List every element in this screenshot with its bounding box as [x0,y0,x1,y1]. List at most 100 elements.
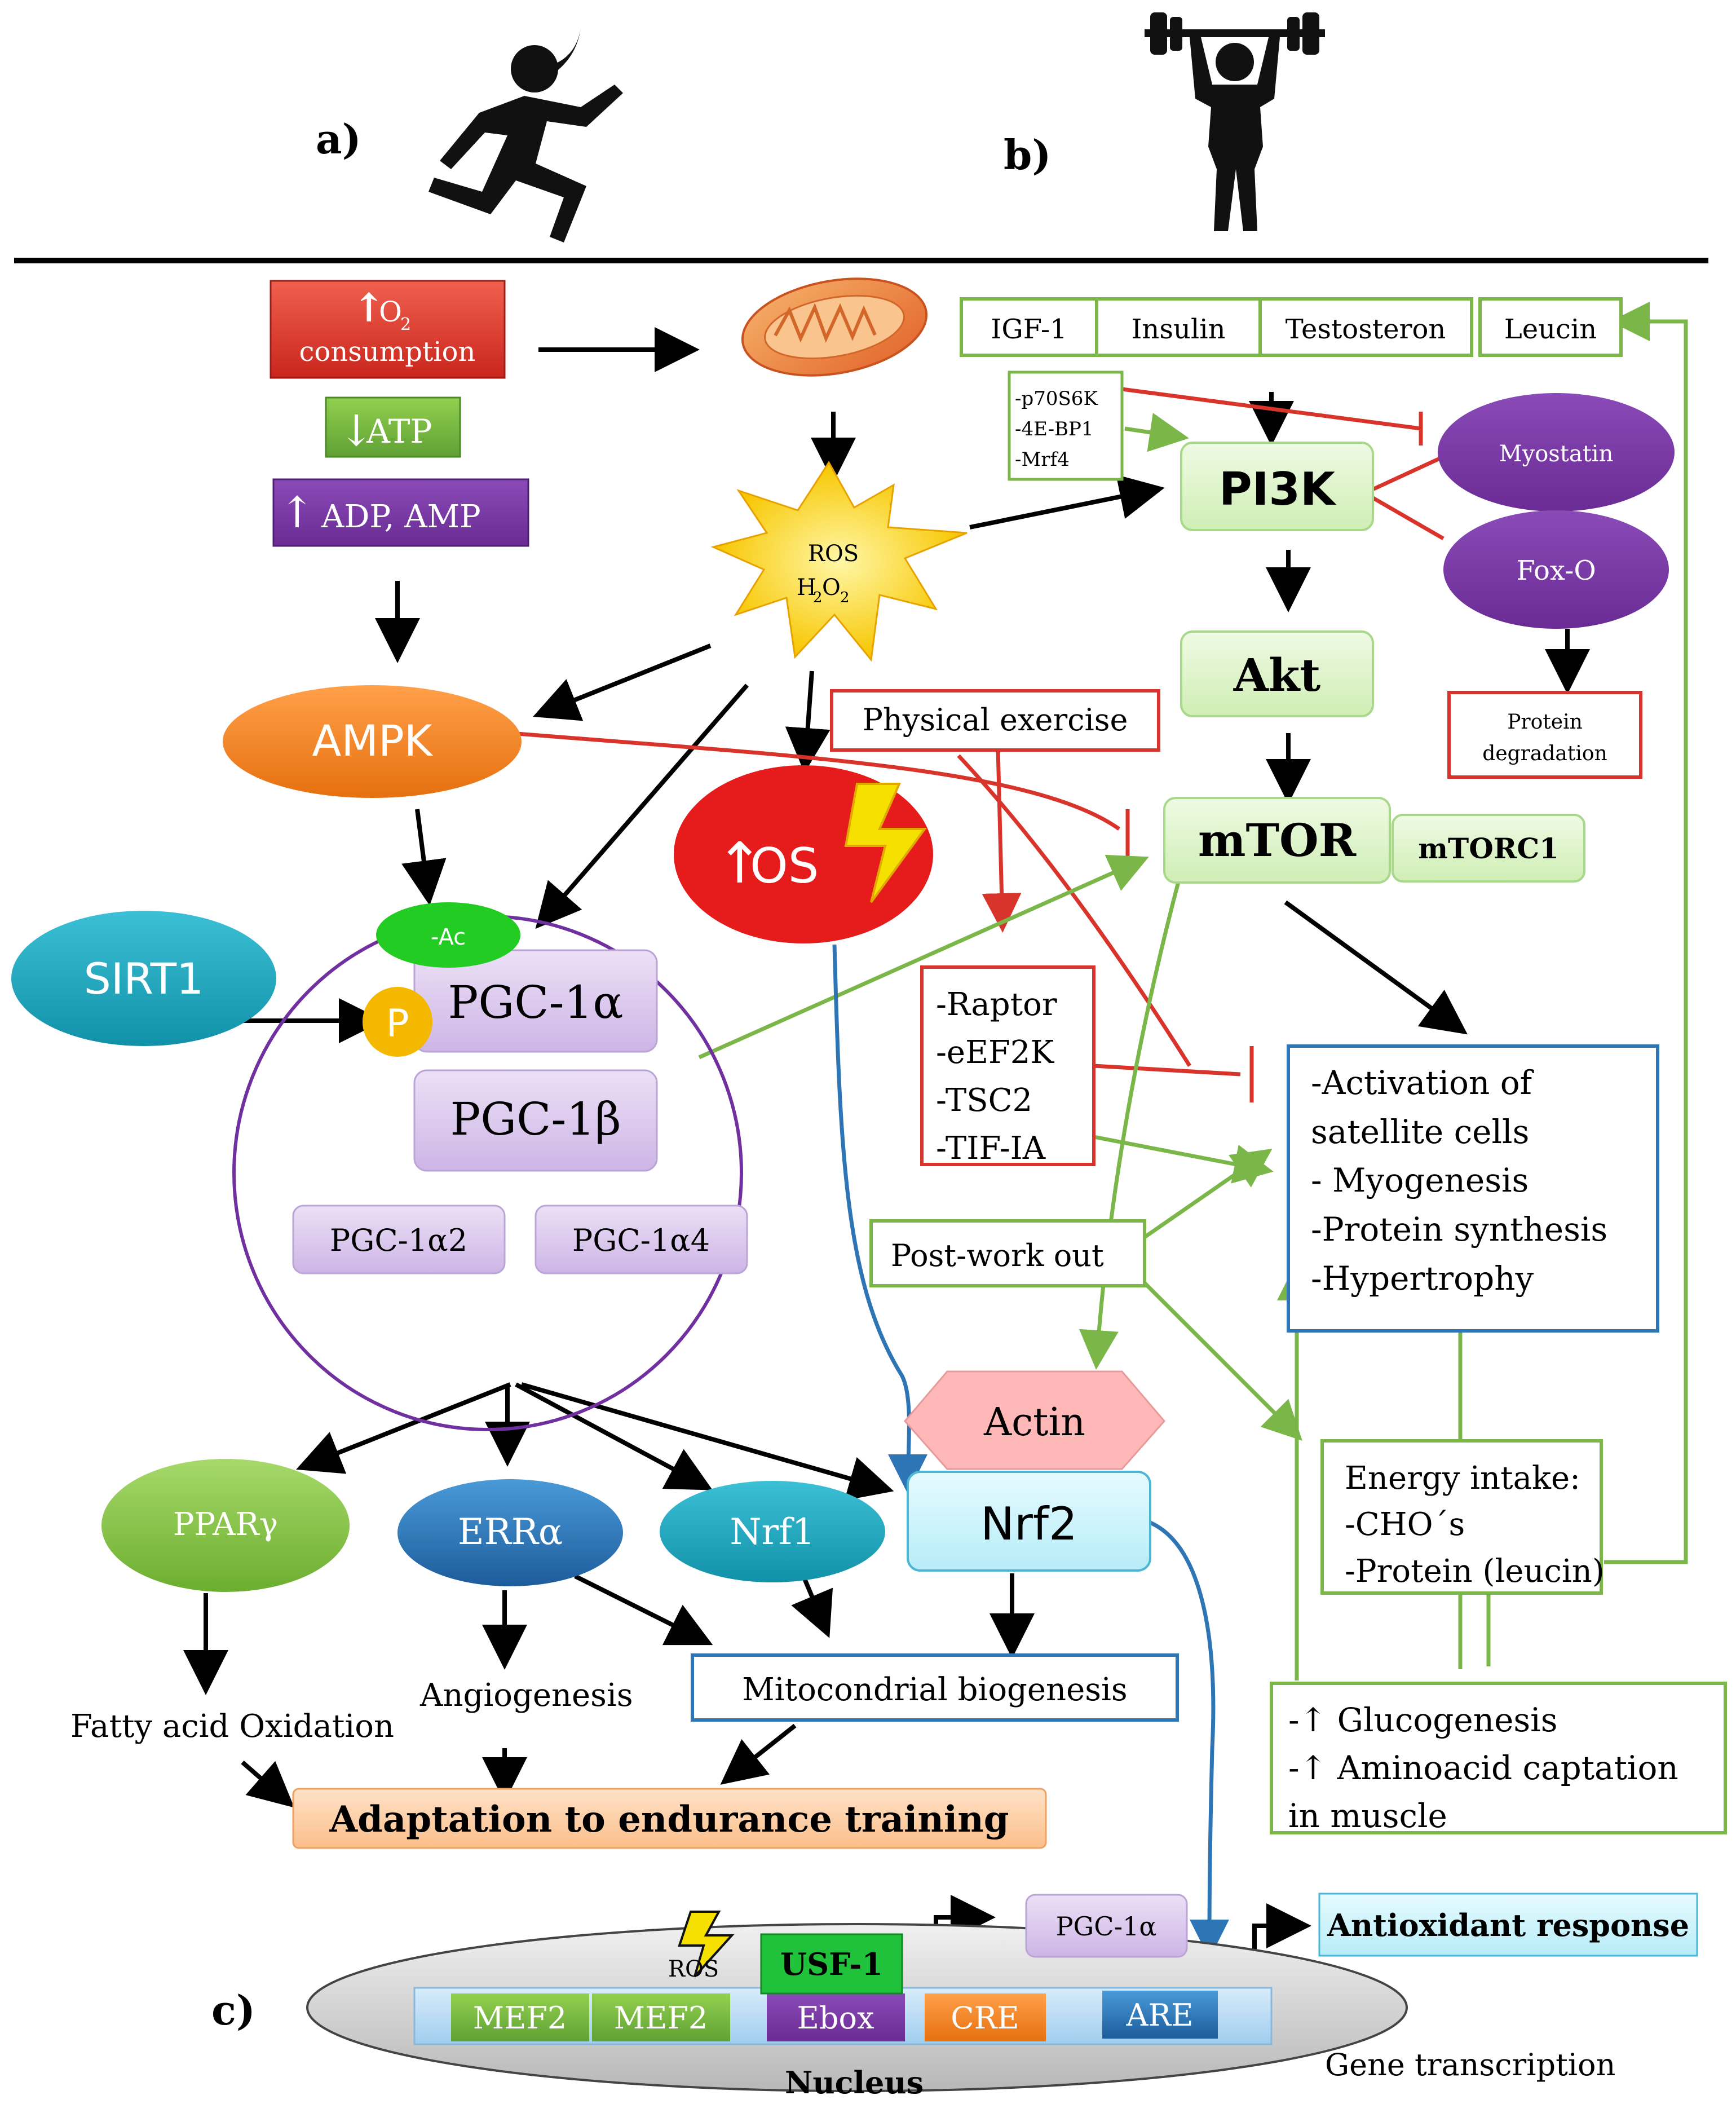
testosteron-box: Testosteron [1258,297,1473,357]
activation-box: -Activation of satellite cells - Myogene… [1287,1044,1659,1333]
svg-text:ADP, AMP: ADP, AMP [321,499,481,535]
svg-text:Myostatin: Myostatin [1499,441,1614,467]
svg-text:mTOR: mTOR [1198,814,1357,867]
usf1-box: USF-1 [760,1933,903,1995]
svg-text:-Mrf4: -Mrf4 [1015,448,1070,471]
glucogenesis-box: -↑ Glucogenesis -↑ Aminoacid captation i… [1270,1682,1727,1835]
o2-consumption-box: ↑ O 2 consumption [270,280,506,379]
pgc-1beta-box: PGC-1β [413,1069,658,1172]
svg-text:Antioxidant response: Antioxidant response [1327,1907,1689,1943]
svg-text:ERRα: ERRα [458,1511,563,1553]
protein-degradation-box: Protein degradation [1447,691,1642,779]
svg-text:Nrf1: Nrf1 [730,1511,815,1553]
panel-b-label: b) [1004,131,1051,179]
mitochondrion-icon [741,277,928,377]
mtorc1-box: mTORC1 [1392,814,1585,883]
svg-text:PGC-1α2: PGC-1α2 [330,1223,467,1258]
svg-text:-↑ Glucogenesis: -↑ Glucogenesis [1288,1701,1557,1739]
svg-text:2: 2 [400,315,411,334]
svg-text:-Protein synthesis: -Protein synthesis [1311,1210,1607,1249]
sirt1-node: SIRT1 [11,911,276,1046]
svg-text:PGC-1α: PGC-1α [1056,1911,1157,1942]
svg-text:PGC-1β: PGC-1β [450,1093,621,1145]
myostatin-node: Myostatin [1438,393,1675,511]
lightning-icon [678,1911,735,1978]
svg-text:H: H [797,575,816,601]
pi3k-box: PI3K [1180,442,1374,531]
antioxidant-response-box: Antioxidant response [1318,1893,1698,1957]
svg-text:- Myogenesis: - Myogenesis [1311,1161,1529,1199]
svg-text:Actin: Actin [983,1400,1085,1445]
insulin-box: Insulin [1095,297,1262,357]
svg-text:PPARγ: PPARγ [173,1506,278,1543]
are-box: ARE [1102,1991,1218,2039]
svg-text:P: P [386,1002,409,1046]
phospho-tag: P [363,987,432,1057]
svg-text:IGF-1: IGF-1 [991,314,1067,345]
svg-text:O: O [379,295,402,328]
svg-text:-TSC2: -TSC2 [936,1082,1032,1119]
svg-text:ROS: ROS [668,1956,719,1982]
post-workout-box: Post-work out [869,1219,1146,1287]
svg-text:Ebox: Ebox [797,2000,874,2036]
svg-text:Physical exercise: Physical exercise [863,702,1128,738]
svg-text:-Protein (leucin): -Protein (leucin) [1345,1553,1605,1590]
svg-text:MEF2: MEF2 [473,2000,567,2036]
mtor-box: mTOR [1163,797,1391,884]
nucleus-ros: ROS [668,1911,735,1982]
physical-exercise-box: Physical exercise [830,689,1160,752]
angiogenesis-label: Angiogenesis [419,1677,633,1714]
mitochondrial-biogenesis-box: Mitocondrial biogenesis [691,1653,1179,1722]
svg-text:ROS: ROS [808,541,859,567]
svg-text:MEF2: MEF2 [614,2000,708,2036]
svg-text:Akt: Akt [1233,649,1321,702]
svg-text:-Hypertrophy: -Hypertrophy [1311,1259,1534,1298]
svg-text:-Activation of: -Activation of [1311,1064,1534,1102]
svg-text:SIRT1: SIRT1 [84,954,204,1004]
svg-text:mTORC1: mTORC1 [1418,832,1559,865]
up-arrow-icon: ↑ [279,487,315,537]
acetyl-tag: -Ac [376,902,520,968]
svg-text:satellite cells: satellite cells [1311,1113,1529,1151]
down-arrow-icon: ↓ [338,405,374,456]
raptor-box: -Raptor -eEF2K -TSC2 -TIF-IA [920,965,1096,1167]
svg-text:Nrf2: Nrf2 [980,1498,1077,1550]
svg-text:degradation: degradation [1482,742,1607,765]
fatty-acid-oxidation-label: Fatty acid Oxidation [70,1708,394,1745]
adp-amp-box: ↑ ADP, AMP [272,478,529,547]
lightning-icon [844,783,927,903]
svg-text:O: O [822,575,841,601]
svg-text:AMPK: AMPK [312,716,433,766]
nrf1-node: Nrf1 [660,1481,885,1582]
gene-transcription-label: Gene transcription [1325,2047,1615,2083]
svg-text:Energy intake:: Energy intake: [1345,1460,1580,1497]
up-arrow-icon: ↑ [716,830,763,896]
oxidative-stress-node: ↑ OS [674,765,933,943]
svg-text:-4E-BP1: -4E-BP1 [1015,418,1094,440]
ros-star: ROS H 2 O 2 [710,461,968,662]
svg-text:-Raptor: -Raptor [936,986,1057,1023]
pgc-1alpha4-box: PGC-1α4 [535,1205,748,1274]
energy-intake-box: Energy intake: -CHO´s -Protein (leucin) [1320,1439,1605,1595]
svg-text:2: 2 [813,589,823,606]
panel-c-label: c) [211,1986,255,2034]
ebox-box: Ebox [767,1993,905,2041]
akt-box: Akt [1180,630,1374,717]
svg-text:Leucin: Leucin [1504,314,1597,345]
igf1-box: IGF-1 [960,297,1098,357]
ppar-gamma-node: PPARγ [101,1459,350,1592]
svg-text:ARE: ARE [1125,1997,1193,2033]
ampk-node: AMPK [223,685,522,798]
actin-node: Actin [904,1370,1165,1470]
mef2-box-1: MEF2 [451,1993,589,2041]
svg-text:in muscle: in muscle [1288,1797,1447,1835]
svg-text:PI3K: PI3K [1219,463,1337,515]
svg-text:OS: OS [750,838,819,894]
red-inhibition-lines [510,387,1445,1102]
up-arrow-icon: ↑ [352,284,386,331]
svg-text:-CHO´s: -CHO´s [1345,1506,1465,1543]
mef2-box-2: MEF2 [592,1993,730,2041]
svg-text:USF-1: USF-1 [780,1946,883,1982]
runner-icon [429,28,623,242]
